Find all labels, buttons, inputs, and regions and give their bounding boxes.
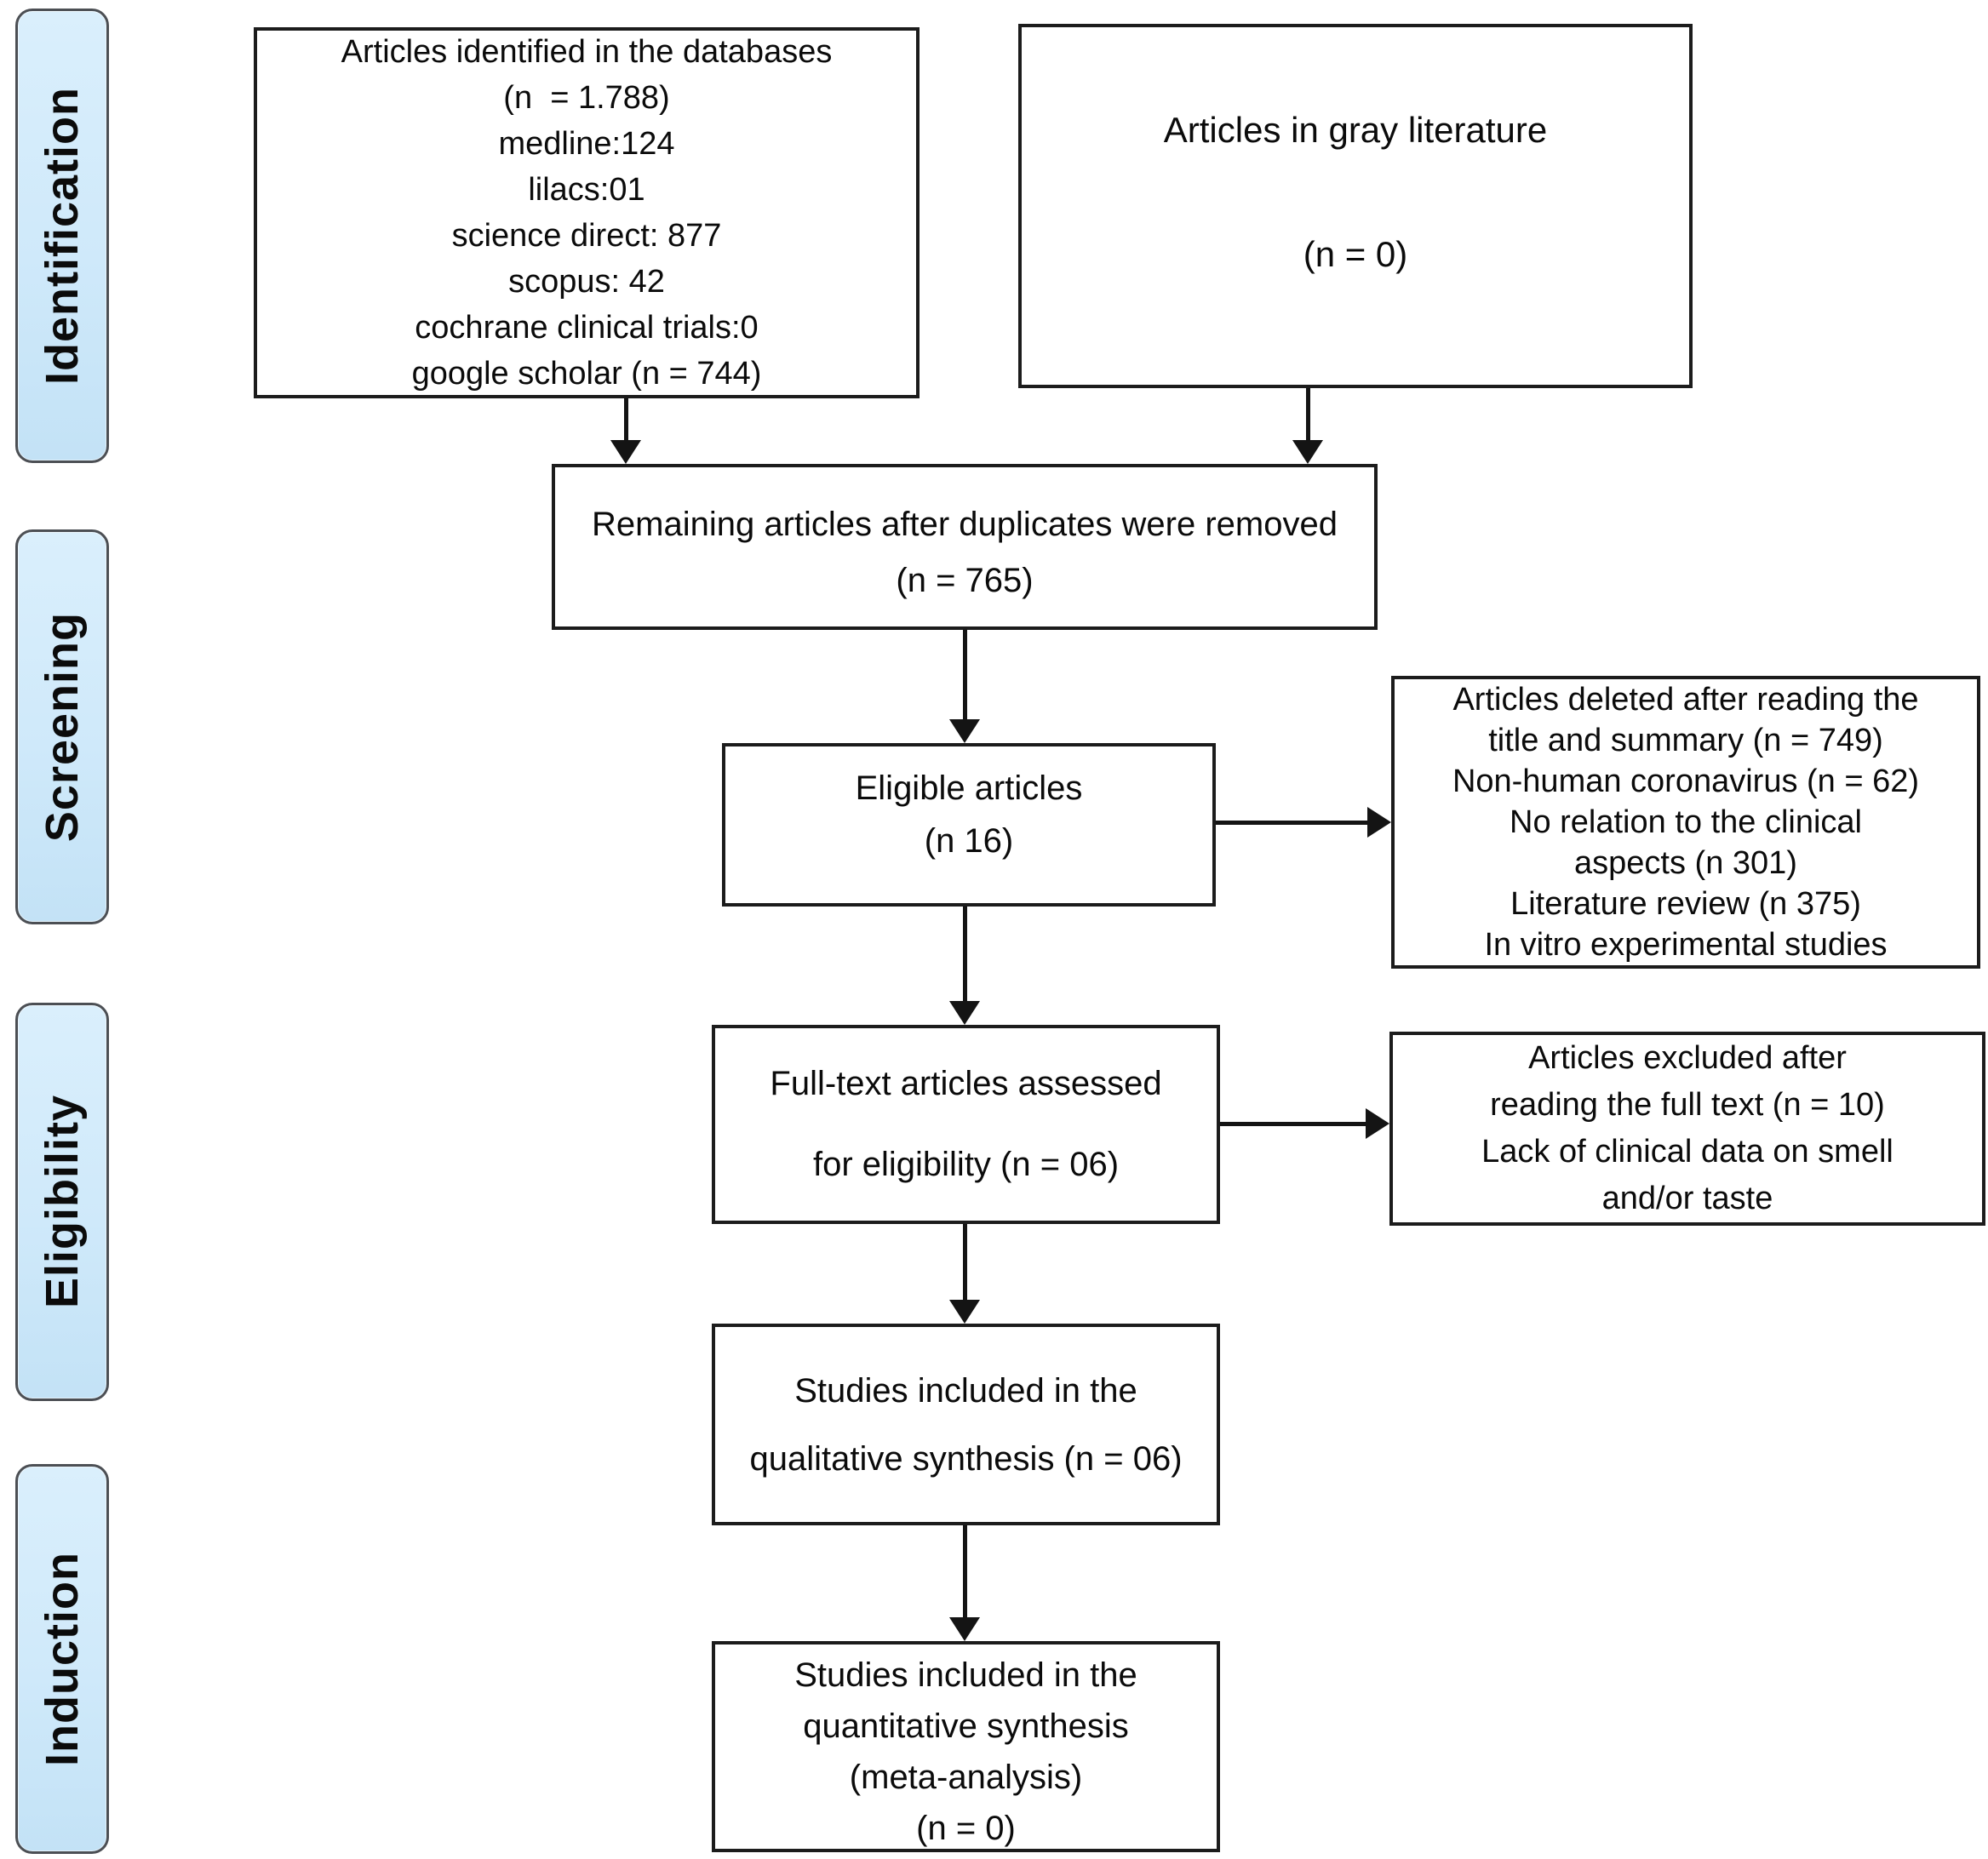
arrow-databases-to-duplicates (610, 398, 641, 464)
box-articles-deleted-title-summary-text: Articles deleted after reading the title… (1452, 682, 1920, 963)
stage-label-induction: Induction (15, 1464, 109, 1854)
stage-label-eligibility-text: Eligibility (37, 1095, 88, 1309)
box-gray-literature-title: Articles in gray literature (1163, 110, 1548, 150)
arrow-gray-to-duplicates (1292, 388, 1323, 464)
box-quantitative-synthesis: Studies included in the quantitative syn… (712, 1641, 1220, 1852)
stage-label-eligibility: Eligibility (15, 1003, 109, 1401)
arrow-fulltext-to-qualitative (949, 1224, 980, 1324)
arrow-head (1292, 440, 1323, 464)
box-eligible-articles-text: Eligible articles (n 16) (855, 769, 1083, 860)
stage-label-induction-text: Induction (37, 1552, 88, 1766)
box-articles-deleted-title-summary: Articles deleted after reading the title… (1391, 676, 1980, 969)
arrow-head (1366, 1108, 1389, 1139)
stage-label-screening-text: Screening (37, 611, 88, 843)
arrow-shaft (962, 907, 967, 1001)
box-gray-literature-count: (n = 0) (1303, 234, 1408, 274)
stage-label-screening: Screening (15, 529, 109, 924)
arrow-shaft (1216, 820, 1367, 825)
arrow-shaft (1220, 1121, 1366, 1126)
box-fulltext-assessed: Full-text articles assessed for eligibil… (712, 1025, 1220, 1224)
arrow-head (949, 719, 980, 743)
arrow-duplicates-to-eligible (949, 630, 980, 743)
arrow-eligible-to-fulltext (949, 907, 980, 1025)
box-articles-excluded-fulltext-text: Articles excluded after reading the full… (1481, 1040, 1893, 1216)
arrow-head (949, 1001, 980, 1025)
box-eligible-articles: Eligible articles (n 16) (722, 743, 1216, 907)
arrow-qualitative-to-quantitative (949, 1525, 980, 1641)
arrow-head (949, 1617, 980, 1641)
box-qualitative-synthesis-text: Studies included in the qualitative synt… (749, 1371, 1183, 1478)
box-articles-excluded-fulltext: Articles excluded after reading the full… (1389, 1032, 1985, 1226)
arrow-head (1367, 807, 1391, 838)
box-articles-identified-databases-text: Articles identified in the databases (n … (341, 34, 833, 392)
arrow-eligible-to-deleted (1216, 807, 1391, 838)
arrow-shaft (962, 1224, 967, 1300)
box-fulltext-assessed-text: Full-text articles assessed for eligibil… (770, 1065, 1162, 1183)
box-gray-literature: Articles in gray literature (n = 0) (1018, 24, 1693, 388)
arrow-head (610, 440, 641, 464)
box-articles-identified-databases: Articles identified in the databases (n … (254, 27, 920, 398)
stage-label-identification-text: Identification (37, 87, 88, 385)
stage-label-identification: Identification (15, 9, 109, 463)
box-duplicates-removed-text: Remaining articles after duplicates were… (592, 505, 1338, 599)
box-qualitative-synthesis: Studies included in the qualitative synt… (712, 1324, 1220, 1525)
arrow-shaft (962, 1525, 967, 1617)
box-quantitative-synthesis-text: Studies included in the quantitative syn… (794, 1656, 1137, 1847)
arrow-shaft (1305, 388, 1310, 440)
arrow-shaft (962, 630, 967, 719)
arrow-fulltext-to-excluded (1220, 1108, 1389, 1139)
box-duplicates-removed: Remaining articles after duplicates were… (552, 464, 1378, 630)
arrow-shaft (623, 398, 628, 440)
arrow-head (949, 1300, 980, 1324)
